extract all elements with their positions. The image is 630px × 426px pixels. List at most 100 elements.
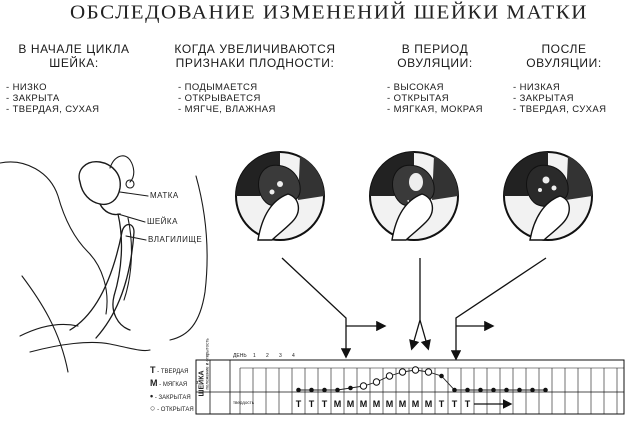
firmness-mark: М [425, 399, 433, 409]
open-position-mark [424, 368, 433, 376]
closed-position-mark [517, 387, 522, 393]
closed-position-mark [491, 387, 496, 393]
stage-ovulation: В ПЕРИОД ОВУЛЯЦИИ: ВЫСОКАЯ ОТКРЫТАЯ МЯГК… [375, 42, 495, 115]
closed-position-mark [439, 373, 444, 379]
chart-day-number: 4 [292, 353, 295, 359]
stage-heading: ПРИЗНАКИ ПЛОДНОСТИ: [175, 56, 335, 70]
abdomen-outline [21, 275, 69, 373]
stage-heading: ПОСЛЕ [541, 42, 587, 56]
firmness-mark: М [386, 399, 394, 409]
trait-list: ВЫСОКАЯ ОТКРЫТАЯ МЯГКАЯ, МОКРАЯ [387, 82, 495, 115]
trait-item: ВЫСОКАЯ [387, 82, 495, 93]
cervix-label: ШЕЙКА [147, 217, 178, 226]
firmness-mark: М [347, 399, 355, 409]
open-position-mark [385, 372, 394, 380]
stage-post-ovulation: ПОСЛЕ ОВУЛЯЦИИ: НИЗКАЯ ЗАКРЫТАЯ ТВЕРДАЯ,… [505, 42, 623, 115]
trait-item: НИЗКО [6, 82, 144, 93]
firmness-mark: М [373, 399, 381, 409]
cervix-view-early [235, 151, 325, 241]
legend-solid: Т - ТВЕРДАЯ [150, 365, 189, 375]
open-position-mark [398, 368, 407, 376]
firmness-mark: Т [439, 399, 445, 409]
trait-list: НИЗКАЯ ЗАКРЫТАЯ ТВЕРДАЯ, СУХАЯ [513, 82, 623, 115]
cervix-view-ovulation [369, 151, 459, 241]
firmness-mark: Т [465, 399, 471, 409]
hand [19, 323, 151, 353]
fallopian-tube [109, 155, 135, 183]
trait-list: ПОДЫМАЕТСЯ ОТКРЫВАЕТСЯ МЯГЧЕ, ВЛАЖНАЯ [178, 82, 340, 115]
uterus-pointer [119, 191, 149, 197]
chart-grid [239, 368, 618, 414]
legend-symbol: • [150, 391, 154, 401]
trait-item: МЯГКАЯ, МОКРАЯ [387, 104, 495, 115]
anatomy-illustration [0, 155, 208, 373]
closed-position-mark [322, 387, 327, 393]
stage-heading: КОГДА УВЕЛИЧИВАЮТСЯ [174, 42, 336, 56]
uterus-shape [78, 161, 121, 206]
legend-symbol: М [150, 378, 158, 388]
closed-position-mark [348, 385, 353, 391]
closed-position-mark [530, 387, 535, 393]
trait-item: ТВЕРДАЯ, СУХАЯ [6, 104, 144, 115]
stage-heading: В НАЧАЛЕ ЦИКЛА [18, 42, 130, 56]
trait-item: ЗАКРЫТА [6, 93, 144, 104]
firmness-mark: Т [322, 399, 328, 409]
closed-position-mark [309, 387, 314, 393]
closed-position-mark [452, 387, 457, 393]
firmness-mark: М [360, 399, 368, 409]
firmness-mark: Т [309, 399, 315, 409]
firmness-mark: М [412, 399, 420, 409]
trait-item: ТВЕРДАЯ, СУХАЯ [513, 104, 623, 115]
stage-heading: ШЕЙКА: [49, 56, 99, 70]
open-position-mark [411, 366, 420, 374]
legend-text: - ТВЕРДАЯ [157, 369, 189, 375]
stage-heading: ОВУЛЯЦИИ: [397, 56, 473, 70]
chart-day-number: 1 [253, 353, 256, 359]
legend-soft: М - МЯГКАЯ [150, 378, 187, 388]
legend-symbol: Т [150, 365, 156, 375]
trait-item: ПОДЫМАЕТСЯ [178, 82, 340, 93]
closed-position-mark [465, 387, 470, 393]
firmness-mark: Т [296, 399, 302, 409]
body-outline [0, 161, 108, 315]
arrow-ovulation-left [409, 258, 421, 351]
closed-position-mark [478, 387, 483, 393]
trait-item: ОТКРЫВАЕТСЯ [178, 93, 340, 104]
closed-position-mark [296, 387, 301, 393]
legend-text: - МЯГКАЯ [159, 382, 188, 388]
closed-position-mark [504, 387, 509, 393]
uterus-label: МАТКА [150, 191, 179, 200]
cervix-view-post-ovulation [503, 151, 593, 241]
trait-item: НИЗКАЯ [513, 82, 623, 93]
closed-position-mark [543, 387, 548, 393]
ovary [125, 179, 135, 189]
finger [69, 223, 135, 339]
arrow-post-to-chart [450, 257, 547, 361]
stage-early-cycle: В НАЧАЛЕ ЦИКЛА ШЕЙКА: НИЗКО ЗАКРЫТА ТВЕР… [4, 42, 144, 115]
vaginal-canal-inner [123, 217, 133, 301]
cervix-shape [99, 203, 121, 216]
legend-open: ○ - ОТКРЫТАЯ [150, 403, 194, 413]
arrow-early-to-chart [281, 257, 352, 359]
cervix-pointer [117, 213, 146, 223]
legend-closed: • - ЗАКРЫТАЯ [150, 391, 191, 401]
chart-row-label: твердость [233, 400, 255, 405]
legend-text: - ЗАКРЫТАЯ [154, 395, 191, 401]
firmness-mark: М [399, 399, 407, 409]
arrow-ovulation-right [419, 319, 431, 351]
open-position-mark [359, 382, 368, 390]
stage-heading: В ПЕРИОД [401, 42, 469, 56]
chart-day-number: 2 [266, 353, 269, 359]
trait-item: МЯГЧЕ, ВЛАЖНАЯ [178, 104, 340, 115]
stage-rising-fertility: КОГДА УВЕЛИЧИВАЮТСЯ ПРИЗНАКИ ПЛОДНОСТИ: … [170, 42, 340, 115]
vagina-pointer [125, 235, 147, 241]
chart-row-label: положение и открытость [204, 338, 210, 390]
vagina-label: ВЛАГИЛИЩЕ [148, 235, 203, 244]
stage-heading: ОВУЛЯЦИИ: [526, 56, 602, 70]
chart-day-number: 3 [279, 353, 282, 359]
page-title: ОБСЛЕДОВАНИЕ ИЗМЕНЕНИЙ ШЕЙКИ МАТКИ [70, 0, 588, 24]
chart-day-label: ДЕНЬ [233, 353, 247, 359]
